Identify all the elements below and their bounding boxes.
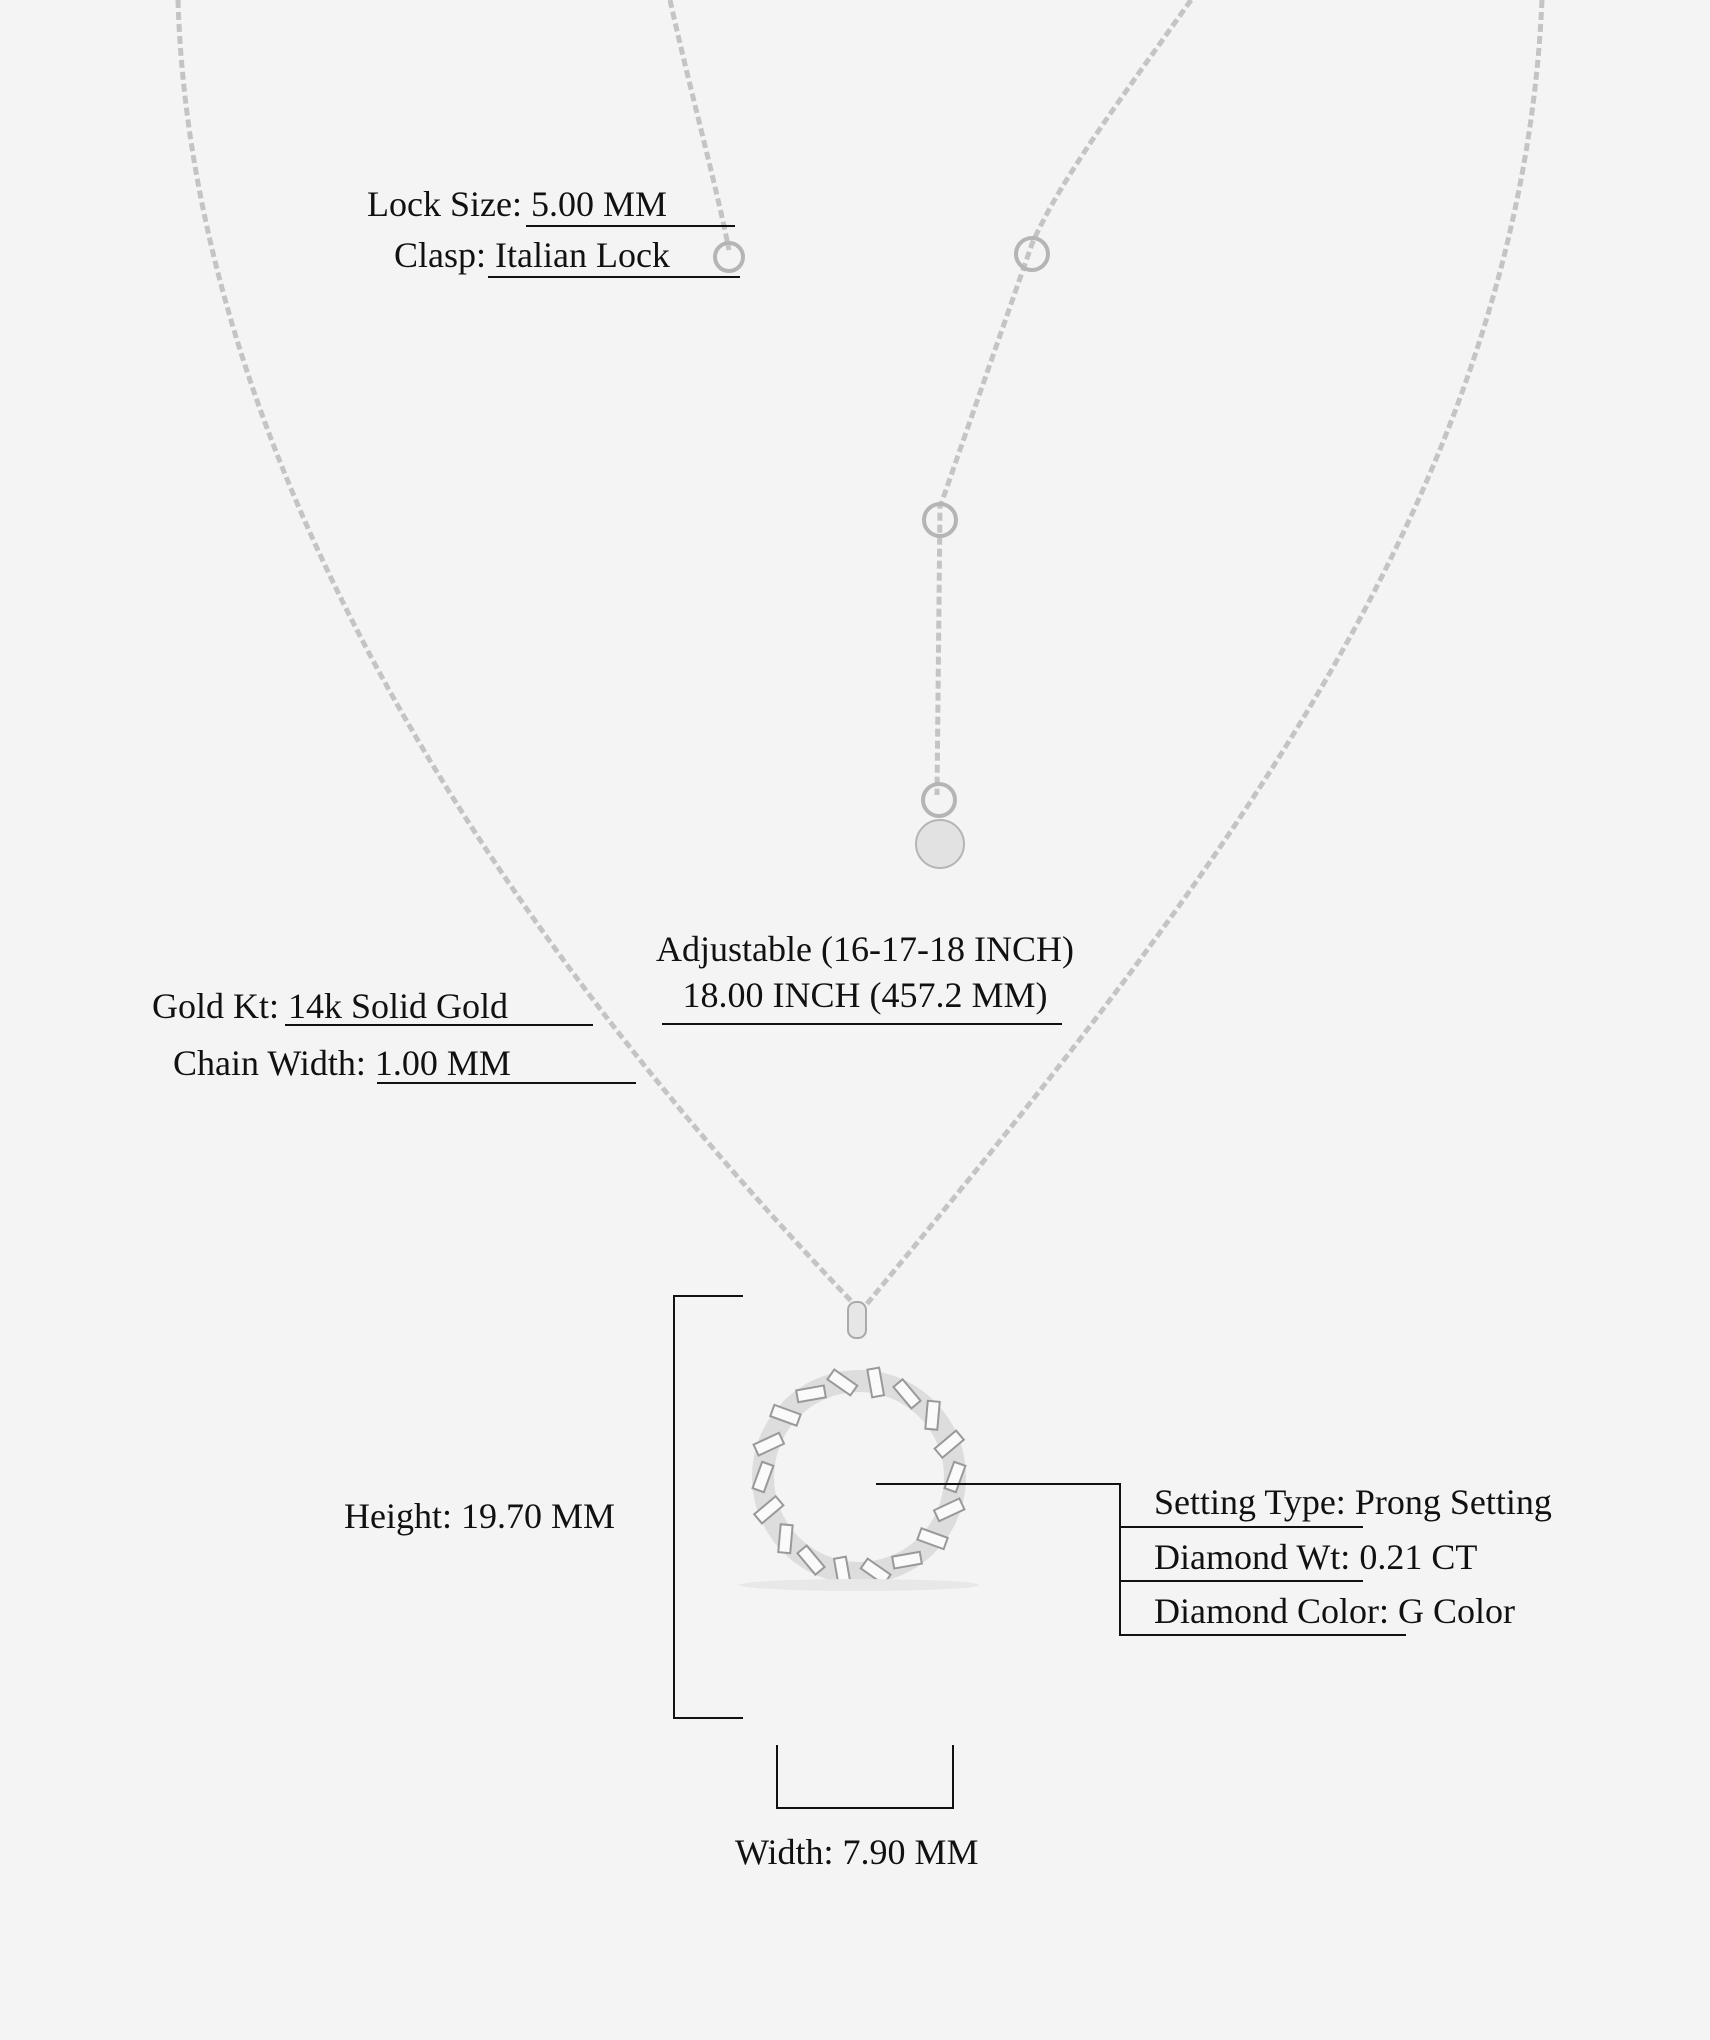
baguette-diamond <box>932 1497 966 1523</box>
baguette-diamond <box>891 1550 923 1570</box>
height-spec: Height: 19.70 MM <box>344 1498 615 1534</box>
width-spec: Width: 7.90 MM <box>735 1834 979 1870</box>
diamond-color-value: G Color <box>1397 1591 1515 1631</box>
height-value: 19.70 MM <box>460 1496 616 1536</box>
diamond-wt-spec: Diamond Wt: 0.21 CT <box>1154 1539 1477 1575</box>
chain-end-ball <box>915 819 965 869</box>
setting-type-value: Prong Setting <box>1354 1482 1552 1522</box>
dimension-lines <box>285 225 1406 1809</box>
width-value: 7.90 MM <box>842 1832 979 1872</box>
baguette-diamond <box>768 1403 802 1428</box>
baguette-diamond <box>777 1523 794 1555</box>
baguette-diamond <box>933 1429 966 1460</box>
chain-width-label: Chain Width: <box>173 1043 366 1083</box>
baguette-diamond <box>795 1384 827 1404</box>
baguette-diamond <box>795 1544 827 1577</box>
baguette-diamond <box>826 1368 859 1397</box>
lock-size-spec: Lock Size: 5.00 MM <box>367 186 667 222</box>
diamond-color-label: Diamond Color: <box>1154 1591 1389 1631</box>
setting-type-spec: Setting Type: Prong Setting <box>1154 1484 1552 1520</box>
baguette-diamond <box>751 1460 775 1494</box>
diamond-color-spec: Diamond Color: G Color <box>1154 1593 1515 1629</box>
clasp-value: Italian Lock <box>495 235 670 275</box>
lock-size-label: Lock Size: <box>367 184 522 224</box>
setting-type-label: Setting Type: <box>1154 1482 1346 1522</box>
clasp-spec: Clasp: Italian Lock <box>394 237 670 273</box>
length-adjustable: Adjustable (16-17-18 INCH) <box>656 929 1074 969</box>
gold-kt-spec: Gold Kt: 14k Solid Gold <box>152 988 508 1024</box>
clasp-label: Clasp: <box>394 235 487 275</box>
baguette-diamond <box>924 1399 941 1431</box>
baguette-diamond <box>866 1366 886 1399</box>
gold-kt-value: 14k Solid Gold <box>288 986 509 1026</box>
diamond-wt-label: Diamond Wt: <box>1154 1537 1351 1577</box>
height-label: Height: <box>344 1496 452 1536</box>
baguette-diamond <box>916 1526 950 1551</box>
diamond-wt-value: 0.21 CT <box>1359 1537 1478 1577</box>
chain-width-spec: Chain Width: 1.00 MM <box>173 1045 511 1081</box>
baguette-diamond <box>752 1494 785 1525</box>
baguette-diamond <box>891 1377 923 1410</box>
clasp-rings <box>713 236 1050 818</box>
chain-width-value: 1.00 MM <box>374 1043 511 1083</box>
pendant-circle <box>751 1366 967 1588</box>
lock-size-value: 5.00 MM <box>530 184 667 224</box>
width-label: Width: <box>735 1832 834 1872</box>
pendant-bail <box>847 1301 867 1339</box>
baguette-diamond <box>752 1431 786 1457</box>
length-value: 18.00 INCH (457.2 MM) <box>682 975 1048 1015</box>
gold-kt-label: Gold Kt: <box>152 986 280 1026</box>
